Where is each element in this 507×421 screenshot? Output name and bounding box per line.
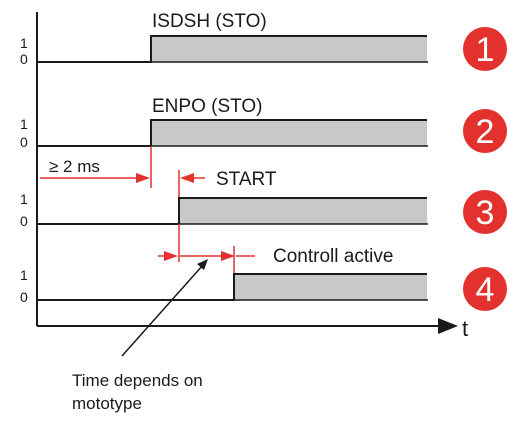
delay-arrow-right-head <box>180 173 194 183</box>
signal-2-level-low: 0 <box>20 134 28 150</box>
signal-3-level-high: 1 <box>20 191 28 207</box>
time-axis-arrowhead <box>438 318 458 334</box>
delay-arrow-left-head <box>136 173 150 183</box>
badge-3-number: 3 <box>476 194 495 232</box>
signal-3-label: START <box>216 169 277 190</box>
variable-delay-marker <box>158 224 255 275</box>
signal-row-4: Controll active 1 0 4 <box>20 246 507 311</box>
signal-row-2: ENPO (STO) 1 0 2 <box>20 96 507 153</box>
signal-3-level-low: 0 <box>20 213 28 229</box>
badge-4-number: 4 <box>476 271 495 309</box>
signal-3-waveform <box>37 197 427 225</box>
badge-2-number: 2 <box>476 113 495 151</box>
signal-1-waveform <box>37 35 427 63</box>
badge-1 <box>463 27 507 71</box>
delay-label: ≥ 2 ms <box>49 157 100 176</box>
signal-1-pulse <box>151 36 427 62</box>
badge-3 <box>463 190 507 234</box>
signal-2-waveform <box>37 119 427 147</box>
badge-2 <box>463 109 507 153</box>
delay-marker: ≥ 2 ms <box>40 146 205 198</box>
signal-2-level-high: 1 <box>20 116 28 132</box>
signal-row-1: ISDSH (STO) 1 0 1 <box>20 11 507 71</box>
signal-1-level-low: 0 <box>20 51 28 67</box>
signal-row-3: START 1 0 3 <box>20 169 507 234</box>
signal-4-waveform <box>37 273 427 301</box>
signal-4-pulse <box>234 274 427 300</box>
annotation-text-line-2: mototype <box>72 394 142 413</box>
signal-1-level-high: 1 <box>20 35 28 51</box>
signal-4-level-high: 1 <box>20 267 28 283</box>
variable-arrow-right-head <box>221 251 235 261</box>
annotation-pointer <box>121 264 204 357</box>
signal-2-pulse <box>151 120 427 146</box>
signal-2-label: ENPO (STO) <box>152 96 263 117</box>
time-axis-label: t <box>462 316 468 341</box>
badge-1-number: 1 <box>476 31 495 69</box>
signal-3-pulse <box>179 198 427 224</box>
signal-1-label: ISDSH (STO) <box>152 11 267 32</box>
annotation-pointer-head <box>197 259 208 270</box>
signal-4-label: Controll active <box>273 246 393 267</box>
annotation-text-line-1: Time depends on <box>72 371 203 390</box>
signal-4-level-low: 0 <box>20 289 28 305</box>
variable-arrow-left-head <box>164 251 178 261</box>
badge-4 <box>463 267 507 311</box>
